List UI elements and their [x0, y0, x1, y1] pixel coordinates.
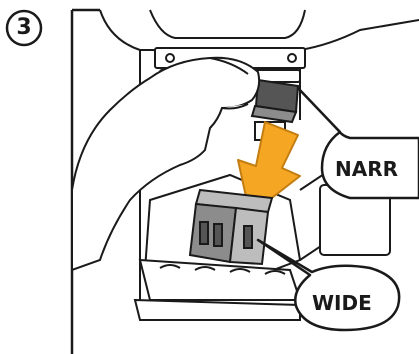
narrow-label: NARR — [335, 157, 398, 181]
paper-tray — [135, 260, 300, 320]
wide-label: WIDE — [312, 291, 372, 315]
wide-cartridge — [190, 190, 272, 264]
